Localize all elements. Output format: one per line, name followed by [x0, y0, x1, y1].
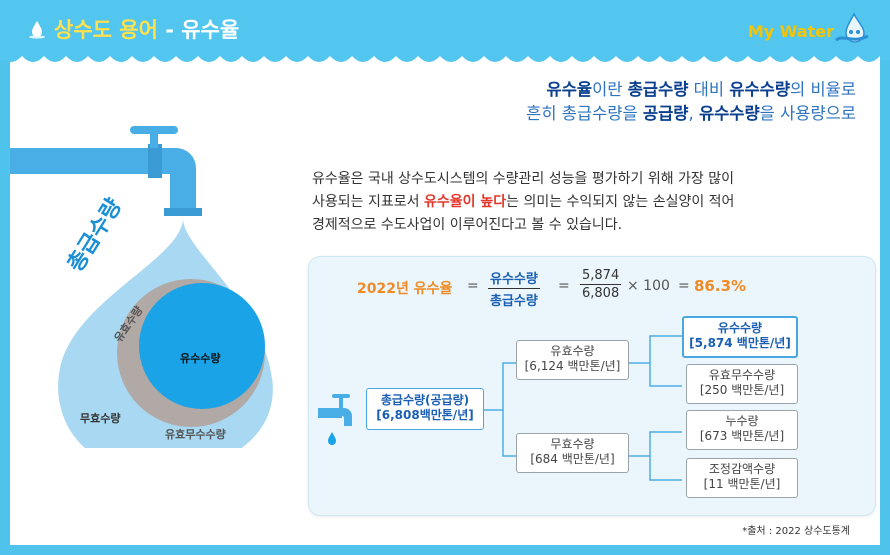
logo-text: My Water	[747, 22, 834, 41]
headline-text-1: 이란	[592, 80, 628, 99]
tree-node-ineffective-value: [684 백만톤/년]	[530, 452, 615, 466]
tree-node-leak-value: [673 백만톤/년]	[699, 429, 785, 443]
tree-node-total: 총급수량(공급량) [6,808백만톤/년]	[366, 388, 484, 430]
tree-node-nonrevenue: 유효무수수량 [250 백만톤/년]	[686, 364, 798, 404]
description: 유수율은 국내 상수도시스템의 수량관리 성능을 평가하기 위해 가장 많이 사…	[312, 168, 812, 237]
tree-node-effective-value: [6,124 백만톤/년]	[524, 359, 621, 373]
content-panel: 유수율이란 총급수량 대비 유수수량의 비율로 흔히 총급수량을 공급량, 유수…	[10, 48, 880, 545]
description-highlight: 유수율이 높다	[423, 194, 507, 210]
headline-text-4: 흔히 총급수량을	[526, 104, 643, 123]
faucet-drop-illustration	[10, 126, 273, 448]
equation-fraction-values: 5,874 6,808	[580, 268, 622, 301]
tree-node-nonrevenue-name: 유효무수수량	[708, 368, 776, 382]
tree-node-adjust-value: [11 백만톤/년]	[703, 477, 781, 491]
equation-denominator-value: 6,808	[582, 286, 620, 301]
tree-node-revenue-value: [5,874 백만톤/년]	[689, 336, 791, 350]
equation-equals-1: =	[467, 278, 479, 294]
equation-equals-3: =	[678, 278, 690, 294]
tree-node-ineffective-name: 무효수량	[550, 437, 595, 451]
tree-connectors	[483, 335, 682, 481]
headline-text-5: ,	[688, 104, 699, 123]
equation-numerator-label: 유수수량	[488, 268, 540, 289]
headline-term-1: 유수율	[546, 80, 593, 99]
headline-text-3: 의 비율로	[790, 80, 856, 99]
headline-term-4: 공급량	[642, 104, 689, 123]
logo-water-icon	[835, 12, 869, 43]
drop-label-revenue: 유수수량	[180, 352, 221, 365]
description-line-3: 경제적으로 수도사업이 이루어진다고 볼 수 있습니다.	[312, 217, 623, 233]
water-drop-icon	[29, 21, 45, 39]
headline-line-2: 흔히 총급수량을 공급량, 유수수량을 사용량으로	[526, 102, 856, 126]
equation-denominator-label: 총급수량	[490, 294, 538, 309]
headline-line-1: 유수율이란 총급수량 대비 유수수량의 비율로	[526, 78, 856, 102]
equation-numerator-value: 5,874	[580, 268, 622, 285]
equation-fraction-labels: 유수수량 총급수량	[488, 268, 540, 309]
tree-node-effective: 유효수량 [6,124 백만톤/년]	[516, 340, 629, 380]
description-text-2c: 는 의미는 수익되지 않는 손실양이 적어	[506, 194, 735, 210]
description-text-2a: 사용되는 지표로서	[312, 194, 424, 210]
tree-node-total-value: [6,808백만톤/년]	[376, 408, 474, 422]
description-line-1: 유수율은 국내 상수도시스템의 수량관리 성능을 평가하기 위해 가장 많이	[312, 171, 734, 187]
equation-result: 86.3%	[694, 277, 747, 295]
tree-node-leak-name: 누수량	[725, 414, 759, 428]
equation-label: 2022년 유수율	[357, 281, 453, 297]
tree-node-total-name: 총급수량(공급량)	[380, 393, 470, 407]
title-prefix: 상수도 용어	[54, 18, 158, 42]
tree-node-leak: 누수량 [673 백만톤/년]	[686, 410, 798, 450]
drop-inner-revenue	[139, 283, 265, 409]
title-separator: -	[157, 18, 182, 42]
faucet-icon	[10, 126, 202, 216]
tree-node-ineffective: 무효수량 [684 백만톤/년]	[516, 433, 629, 473]
tree-node-adjust-name: 조정감액수량	[708, 462, 776, 476]
title-main: 유수율	[181, 18, 240, 42]
headline-text-6: 을 사용량으로	[759, 104, 856, 123]
description-line-2: 사용되는 지표로서 유수율이 높다는 의미는 수익되지 않는 손실양이 적어	[312, 191, 812, 214]
headline-term-5: 유수수량	[698, 104, 760, 123]
drop-label-ineffective: 무효수량	[80, 412, 121, 425]
equation-times: × 100	[627, 278, 670, 294]
tree-node-effective-name: 유효수량	[550, 344, 595, 358]
headline-term-3: 유수수량	[729, 80, 791, 99]
source-note: *출처 : 2022 상수도통계	[742, 526, 850, 537]
tree-node-revenue-name: 유수수량	[717, 321, 763, 335]
tree-node-revenue: 유수수량 [5,874 백만톤/년]	[682, 316, 798, 358]
tree-node-adjust: 조정감액수량 [11 백만톤/년]	[686, 458, 798, 498]
tap-icon	[318, 394, 352, 445]
headline: 유수율이란 총급수량 대비 유수수량의 비율로 흔히 총급수량을 공급량, 유수…	[526, 78, 856, 126]
headline-term-2: 총급수량	[627, 80, 689, 99]
tree-node-nonrevenue-value: [250 백만톤/년]	[699, 383, 785, 397]
page-title: 상수도 용어 - 유수율	[54, 14, 239, 44]
headline-text-2: 대비	[688, 80, 730, 99]
wave-decoration	[10, 48, 880, 62]
drop-label-nonrevenue: 유효무수수량	[165, 428, 226, 441]
equation-equals-2: =	[558, 278, 570, 294]
